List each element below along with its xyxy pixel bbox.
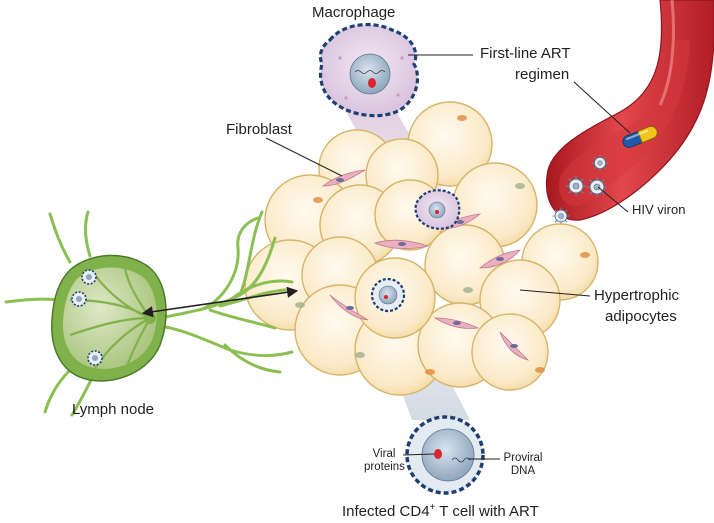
dna-label: DNA — [510, 465, 536, 478]
caption-main: Infected CD4 — [342, 503, 430, 520]
hiv-virion-icon — [565, 175, 587, 197]
caption-tail: T cell with ART — [435, 503, 539, 520]
proteins-label: proteins — [364, 461, 405, 474]
hiv-virion-icon — [586, 176, 608, 198]
hiv-virion-label: HIV viron — [632, 202, 686, 217]
art-label-line2: regimen — [515, 66, 570, 83]
leader-lines — [265, 54, 631, 460]
proviral-label: Proviral — [503, 452, 543, 464]
proviral-dna-label: Proviral DNA — [500, 452, 546, 478]
caption-superscript: + — [429, 502, 436, 513]
lymph-node-label: Lymph node — [72, 401, 155, 418]
tissue-tcell — [370, 277, 406, 313]
fibroblast-label: Fibroblast — [226, 121, 292, 138]
art-label-line1: First-line ART — [480, 45, 571, 62]
double-arrow-icon — [141, 286, 299, 318]
macrophage-enlarged — [318, 22, 420, 118]
fibroblast-nuclei — [336, 178, 518, 348]
lymph-node — [51, 254, 167, 382]
infected-tcell-caption: Infected CD4+ T cell with ART — [342, 502, 539, 520]
tcell-enlarged — [405, 415, 485, 495]
adipocytes-label: adipocytes — [605, 308, 677, 325]
viral-label: Viral — [372, 448, 396, 460]
adipocyte-cluster — [244, 101, 599, 396]
art-capsule-icon — [622, 126, 658, 148]
adipocyte-nuclei — [295, 115, 590, 375]
hiv-virion-icon — [551, 206, 571, 226]
hiv-virion-icon — [591, 154, 609, 172]
viral-proteins-label: Viral proteins — [364, 448, 405, 474]
macrophage-label: Macrophage — [312, 4, 396, 21]
blood-vessel — [546, 0, 714, 221]
tissue-macrophage — [414, 189, 461, 230]
afferent-lymphatics — [4, 210, 94, 417]
hypertrophic-label: Hypertrophic — [594, 287, 680, 304]
